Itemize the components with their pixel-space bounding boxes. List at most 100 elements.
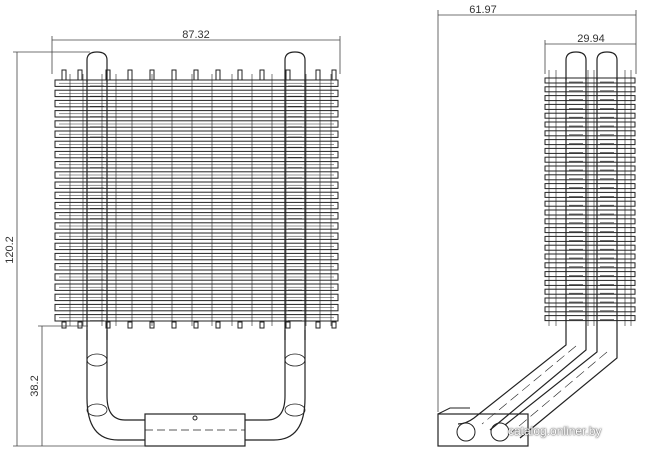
fin [544, 262, 636, 269]
heat-pipe-cap [596, 51, 618, 80]
fin [544, 156, 636, 163]
fin [54, 161, 339, 169]
fin-tab [149, 321, 155, 329]
fin-tab [105, 69, 111, 81]
height-dimension: 120.2 [4, 236, 16, 264]
fin-tab [331, 69, 337, 81]
fin-tab [237, 321, 243, 329]
fin [54, 293, 339, 302]
front-view [54, 51, 339, 447]
fin [544, 103, 636, 110]
heat-pipe-diagonal [489, 335, 587, 431]
fin [544, 200, 636, 207]
fin [544, 218, 636, 225]
fin [54, 191, 339, 200]
fin [54, 201, 339, 210]
heat-pipe-bend [86, 330, 145, 441]
fin [544, 147, 636, 154]
fin-tab [127, 321, 133, 329]
fin [544, 95, 636, 102]
watermark: catalog.onliner.by [508, 424, 602, 438]
fin [544, 77, 636, 84]
fin [544, 244, 636, 251]
fin [544, 235, 636, 242]
fin-tab [61, 321, 67, 329]
fin [54, 303, 339, 312]
fin-tab [315, 69, 321, 81]
heat-pipe-cap [86, 51, 108, 82]
fin [544, 86, 636, 93]
fin [54, 263, 339, 271]
heat-pipe-bend [106, 330, 145, 421]
pipe-end [456, 422, 476, 442]
fin-tab [61, 69, 67, 81]
base-edge [437, 407, 470, 415]
pipe-joint [284, 353, 306, 367]
fin [54, 273, 339, 281]
heat-pipe-diagonal [457, 335, 567, 425]
fin-tab [171, 69, 177, 81]
fin [54, 120, 339, 128]
heat-pipe-diagonal [504, 335, 598, 426]
fin-tab [171, 321, 177, 329]
front-width-dimension: 87.32 [182, 29, 210, 41]
fin [544, 306, 636, 313]
pipe-joint [86, 403, 108, 417]
fin [54, 171, 339, 179]
fin [544, 130, 636, 137]
fin [544, 271, 636, 278]
fin [54, 130, 339, 138]
fin-tab [315, 321, 321, 329]
fin [54, 232, 339, 240]
fin-tab [331, 321, 337, 329]
fin-tab [77, 69, 83, 81]
fin [544, 121, 636, 128]
pipe-centerline [511, 351, 608, 433]
fin [544, 165, 636, 172]
fin [544, 288, 636, 295]
fin-tab [77, 321, 83, 329]
fin [54, 283, 339, 291]
fin-tab [259, 321, 265, 329]
side-depth-dimension: 61.97 [469, 4, 497, 16]
fin [544, 227, 636, 234]
fin-tab [149, 69, 155, 81]
fin [544, 315, 636, 322]
side-view [437, 51, 636, 447]
fin [54, 99, 339, 108]
fin-tab [127, 69, 133, 81]
fin [544, 191, 636, 198]
fin [54, 252, 339, 261]
fin [544, 253, 636, 260]
fin [54, 212, 339, 220]
pipe-joint [86, 353, 108, 367]
fin [54, 110, 339, 118]
heat-pipe-bend [245, 330, 306, 441]
heat-pipe-cap [284, 51, 306, 82]
fin-tab [215, 321, 221, 329]
pipe-joint [284, 403, 306, 417]
fin-depth-dimension: 29.94 [577, 33, 605, 45]
fin [54, 242, 339, 251]
fin [54, 89, 339, 98]
fin [544, 139, 636, 146]
fin-tab [105, 321, 111, 329]
fin [544, 297, 636, 304]
heat-pipe-bend [245, 330, 286, 421]
dimension-lines [13, 10, 637, 447]
fin-tab [215, 69, 221, 81]
fin [54, 140, 339, 149]
fin-tab [193, 321, 199, 329]
fin-tab [193, 69, 199, 81]
fin [544, 174, 636, 181]
fin [54, 181, 339, 189]
fin [544, 209, 636, 216]
base-block [437, 413, 529, 447]
fin [54, 150, 339, 159]
pipe-centerline [481, 345, 577, 425]
fin-tab [285, 69, 291, 81]
base-screw [192, 415, 198, 421]
fin-tab [285, 321, 291, 329]
heat-pipe-cap [565, 51, 587, 80]
fin-tab [237, 69, 243, 81]
